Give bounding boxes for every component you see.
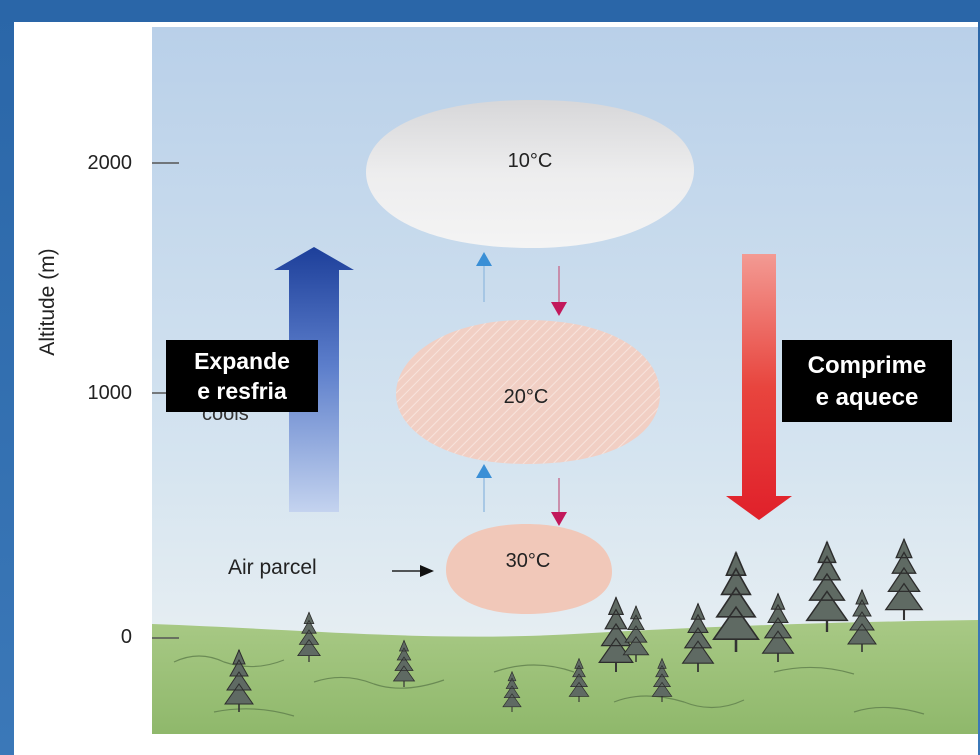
- expand-line2: e resfria: [197, 378, 287, 404]
- air-parcel-label: Air parcel: [228, 556, 317, 579]
- arrow-up-icon: [476, 252, 492, 512]
- expand-line1: Expande: [194, 348, 290, 374]
- compress-line2: e aquece: [815, 384, 919, 411]
- parcel-30c: [446, 524, 612, 614]
- tick-label-2000: 2000: [87, 152, 133, 174]
- tick-label-1000: 1000: [87, 382, 133, 404]
- diagram-canvas: cools: [152, 27, 978, 734]
- compress-warm-box: Comprime e aquece: [782, 340, 952, 422]
- y-axis-label: Altitude (m): [36, 248, 59, 356]
- parcel-10c-label: 10°C: [507, 150, 553, 172]
- pointer-arrow-icon: [392, 565, 434, 577]
- parcel-10c: [366, 100, 694, 248]
- parcel-20c-label: 20°C: [503, 386, 549, 408]
- compression-down-arrow: [726, 254, 792, 520]
- parcel-30c-label: 30°C: [505, 550, 551, 572]
- parcel-20c: [396, 320, 660, 464]
- tick-label-0: 0: [120, 626, 132, 648]
- arrow-down-icon: [551, 266, 567, 526]
- compress-line1: Comprime: [807, 352, 927, 379]
- slide-frame: cools Altitude (m) 2000 1000 0 10°C 20°C…: [14, 22, 978, 755]
- expand-cool-box: Expande e resfria: [166, 340, 318, 412]
